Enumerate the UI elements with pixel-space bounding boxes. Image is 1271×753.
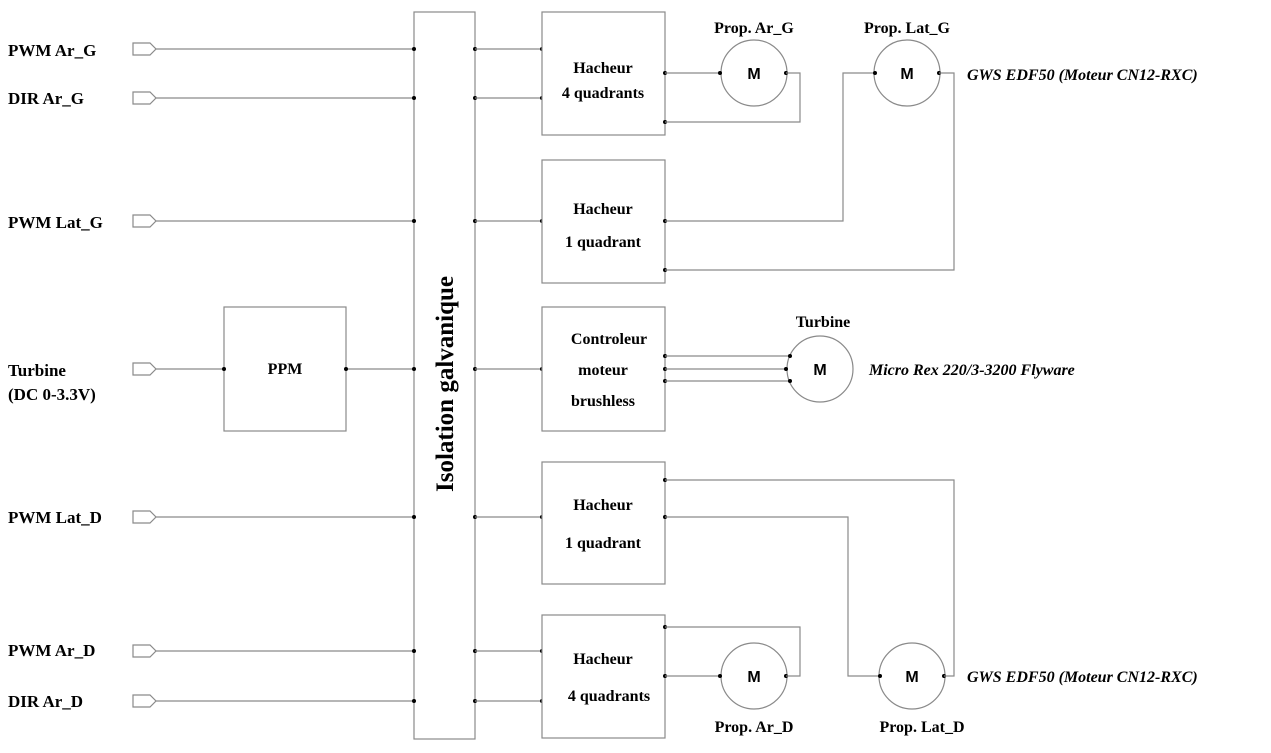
ppm-block: PPM (222, 306, 348, 432)
junction-dot (412, 219, 416, 223)
input-label: Turbine (8, 361, 66, 380)
motor-symbol: M (747, 669, 760, 686)
hacheur-sublabel: 1 quadrant (565, 535, 642, 552)
motor-caption: Turbine (796, 314, 851, 331)
motor-prop-ar-d: M Prop. Ar_D (665, 626, 801, 736)
input-label: PWM Ar_G (8, 41, 96, 60)
controleur-label: Controleur (571, 331, 647, 348)
hacheur-sublabel: 4 quadrants (568, 688, 650, 705)
hacheur-label: Hacheur (573, 201, 633, 218)
hacheur-1q-bottom-block: Hacheur 1 quadrant (541, 461, 667, 585)
motor-symbol: M (747, 66, 760, 83)
junction-dot (412, 699, 416, 703)
motor-reference: GWS EDF50 (Moteur CN12-RXC) (967, 669, 1198, 686)
hacheur-box (541, 461, 666, 585)
input-dir-ar-g: DIR Ar_G (8, 89, 414, 108)
input-label: DIR Ar_G (8, 89, 84, 108)
controleur-box (541, 306, 666, 432)
input-port-icon (132, 91, 157, 105)
junction-dot (222, 367, 226, 371)
motor-prop-ar-g: Prop. Ar_G M (665, 20, 801, 123)
junction-dot (344, 367, 348, 371)
hacheur-4q-top-block: Hacheur 4 quadrants (541, 11, 667, 136)
input-pwm-ar-g: PWM Ar_G (8, 41, 414, 60)
junction-dot (412, 96, 416, 100)
motor-caption: Prop. Lat_G (864, 20, 950, 37)
isolation-label: Isolation galvanique (432, 276, 459, 492)
input-port-icon (132, 42, 157, 56)
input-label: PWM Ar_D (8, 641, 95, 660)
motor-symbol: M (900, 66, 913, 83)
junction-dot (412, 649, 416, 653)
junction-dot (412, 47, 416, 51)
motor-caption: Prop. Lat_D (879, 719, 964, 736)
hacheur-sublabel: 1 quadrant (565, 234, 642, 251)
isolation-box (413, 11, 476, 740)
motor-prop-lat-d: M Prop. Lat_D GWS EDF50 (Moteur CN12-RXC… (665, 479, 1198, 736)
isolation-block: Isolation galvanique (412, 11, 477, 740)
input-pwm-lat-d: PWM Lat_D (8, 508, 414, 527)
motor-symbol: M (813, 362, 826, 379)
controleur-block: Controleur moteur brushless (541, 306, 667, 432)
input-port-icon (132, 510, 157, 524)
junction-dot (412, 515, 416, 519)
input-turbine: Turbine (DC 0-3.3V) (8, 361, 414, 404)
input-pwm-lat-g: PWM Lat_G (8, 213, 414, 232)
hacheur-4q-bottom-block: Hacheur 4 quadrants (541, 614, 667, 739)
controleur-label: brushless (571, 393, 635, 410)
hacheur-1q-top-block: Hacheur 1 quadrant (541, 159, 667, 284)
hacheur-sublabel: 4 quadrants (562, 85, 644, 102)
input-sublabel: (DC 0-3.3V) (8, 385, 96, 404)
input-port-icon (132, 694, 157, 708)
motor-caption: Prop. Ar_G (714, 20, 794, 37)
hacheur-label: Hacheur (573, 651, 633, 668)
isolation-output-wires (475, 47, 544, 703)
hacheur-label: Hacheur (573, 497, 633, 514)
hacheur-box (541, 159, 666, 284)
input-port-icon (132, 644, 157, 658)
input-label: PWM Lat_D (8, 508, 102, 527)
ppm-label: PPM (268, 361, 303, 378)
input-dir-ar-d: DIR Ar_D (8, 692, 414, 711)
motor-turbine: Turbine M Micro Rex 220/3-3200 Flyware (665, 314, 1075, 403)
input-label: DIR Ar_D (8, 692, 83, 711)
input-port-icon (132, 362, 157, 376)
hacheur-box (541, 614, 666, 739)
motor-symbol: M (905, 669, 918, 686)
motor-reference: GWS EDF50 (Moteur CN12-RXC) (967, 67, 1198, 84)
motor-reference: Micro Rex 220/3-3200 Flyware (868, 362, 1075, 379)
motor-caption: Prop. Ar_D (715, 719, 794, 736)
input-label: PWM Lat_G (8, 213, 103, 232)
junction-dot (412, 367, 416, 371)
controleur-label: moteur (578, 362, 628, 379)
input-port-icon (132, 214, 157, 228)
motor-prop-lat-g: Prop. Lat_G M GWS EDF50 (Moteur CN12-RXC… (665, 20, 1198, 271)
hacheur-label: Hacheur (573, 60, 633, 77)
input-pwm-ar-d: PWM Ar_D (8, 641, 414, 660)
